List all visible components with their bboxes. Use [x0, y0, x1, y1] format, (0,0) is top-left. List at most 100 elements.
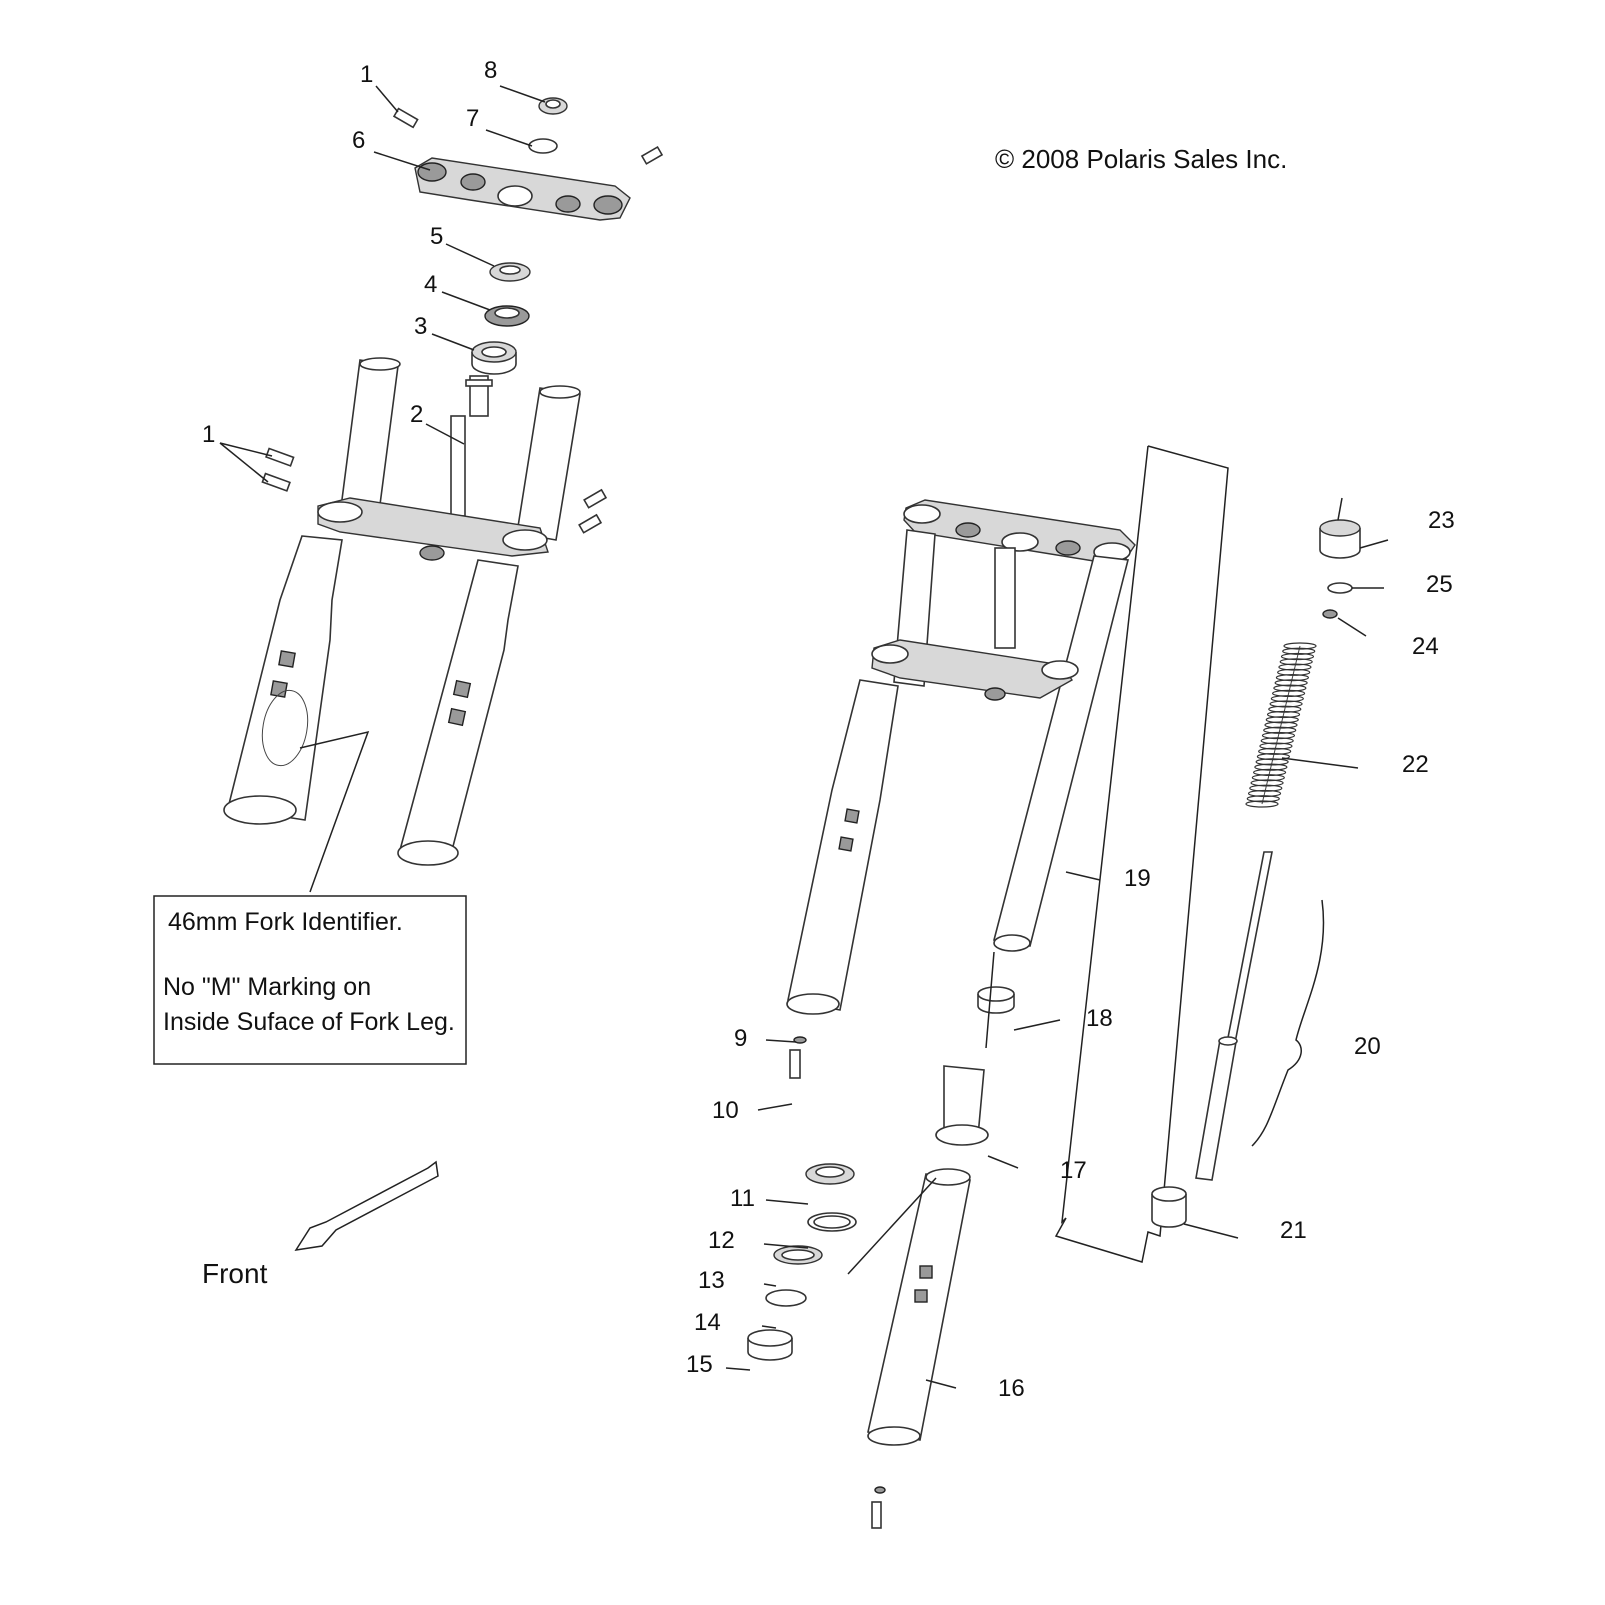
bolt-part-10 — [789, 1049, 801, 1079]
spring-coil — [1274, 679, 1308, 687]
callout-12: 12 — [708, 1227, 735, 1254]
spring-coil — [1266, 710, 1301, 719]
callout-2: 2 — [410, 401, 423, 428]
note-line-2: No "M" Marking on — [163, 973, 371, 1001]
spring-coil — [1250, 779, 1284, 787]
steering-stem-part-2 — [450, 375, 493, 517]
spring-coil — [1255, 758, 1289, 766]
spring-coil — [1264, 721, 1298, 729]
bolt-top-right — [640, 145, 664, 165]
damper-rod-part-20 — [1195, 851, 1273, 1181]
callout-5: 5 — [430, 223, 443, 250]
seal-part-11 — [805, 1163, 855, 1185]
callout-17: 17 — [1060, 1157, 1087, 1184]
lower-triple-clamp — [317, 497, 549, 561]
right-fork-tube — [516, 385, 581, 541]
bottom-bolt — [871, 1486, 886, 1529]
spring-coil — [1280, 652, 1315, 661]
ring-part-13 — [773, 1245, 823, 1265]
right-fork-assembly — [747, 445, 1361, 1529]
right-upper-triple-clamp — [903, 499, 1136, 563]
spring-coil — [1273, 684, 1307, 692]
spring-part-22 — [1245, 642, 1317, 808]
callout-3: 3 — [414, 313, 427, 340]
spring-coil — [1251, 774, 1285, 782]
callout-4: 4 — [424, 271, 437, 298]
callout-15: 15 — [686, 1351, 713, 1378]
spring-coil — [1249, 784, 1283, 792]
seal-part-5 — [489, 262, 531, 282]
callout-23: 23 — [1428, 507, 1455, 534]
callout-24: 24 — [1412, 633, 1439, 660]
left-fork-leg — [223, 535, 343, 825]
spring-coil — [1270, 695, 1304, 703]
fork-tube-part-19 — [993, 555, 1130, 952]
callout-10: 10 — [712, 1097, 739, 1124]
spring-coil — [1269, 700, 1303, 708]
callout-7: 7 — [466, 105, 479, 132]
callout-1-side: 1 — [202, 421, 215, 448]
callout-11: 11 — [730, 1185, 755, 1212]
spring-coil — [1278, 663, 1312, 671]
spring-coil — [1277, 668, 1311, 676]
callout-16: 16 — [998, 1375, 1025, 1402]
bushing-part-15 — [747, 1329, 793, 1361]
spring-coil — [1261, 731, 1296, 740]
spring-coil — [1260, 737, 1294, 745]
callout-21: 21 — [1280, 1217, 1307, 1244]
callout-9: 9 — [734, 1025, 747, 1052]
leader-lines — [219, 85, 1389, 1389]
callout-labels: 1 8 7 6 5 4 3 2 1 9 10 11 12 13 14 15 16… — [202, 57, 1455, 1402]
spring-coil — [1247, 789, 1282, 798]
washer-part-7 — [528, 138, 558, 154]
spring-coil — [1265, 716, 1299, 724]
cap-part-23 — [1319, 519, 1361, 559]
lower-leg-part-16 — [867, 1168, 971, 1446]
right-lower-triple-clamp — [871, 639, 1079, 701]
callout-19: 19 — [1124, 865, 1151, 892]
nut-part-8 — [538, 97, 568, 115]
callout-14: 14 — [694, 1309, 721, 1336]
washer-part-25 — [1327, 582, 1353, 594]
side-bolts-part-1 — [261, 447, 295, 492]
spring-coil — [1246, 795, 1280, 803]
oring-part-9 — [793, 1036, 807, 1044]
callout-18: 18 — [1086, 1005, 1113, 1032]
spring-coil — [1263, 726, 1297, 734]
bearing-part-4 — [484, 305, 530, 327]
copyright-text: © 2008 Polaris Sales Inc. — [995, 144, 1287, 174]
spring-coil — [1283, 642, 1317, 650]
front-arrow-icon — [294, 1160, 439, 1251]
callout-8: 8 — [484, 57, 497, 84]
spring-coil — [1256, 752, 1291, 761]
left-fork-tube — [339, 357, 401, 521]
side-bolts-right — [578, 488, 608, 534]
bearing-race-part-3 — [471, 341, 517, 375]
callout-1-top: 1 — [360, 61, 373, 88]
spring-coil — [1268, 705, 1302, 713]
stem — [994, 547, 1016, 649]
cylinder-part-17 — [935, 1065, 989, 1146]
spring-coil — [1282, 647, 1316, 655]
callout-6: 6 — [352, 127, 365, 154]
clip-part-14 — [765, 1289, 807, 1307]
callout-20: 20 — [1354, 1033, 1381, 1060]
spring-coil — [1279, 658, 1313, 666]
callout-25: 25 — [1426, 571, 1453, 598]
callout-13: 13 — [698, 1267, 725, 1294]
note-line-1: 46mm Fork Identifier. — [168, 908, 403, 936]
spring-coil — [1245, 800, 1279, 808]
nut-part-24 — [1322, 609, 1338, 619]
front-label: Front — [202, 1258, 268, 1289]
fork-identifier-note: 46mm Fork Identifier. No "M" Marking on … — [153, 895, 467, 1065]
upper-triple-clamp-part-6 — [414, 157, 631, 221]
bolt-part-1-top — [392, 107, 419, 129]
spring-coil — [1259, 742, 1293, 750]
callout-22: 22 — [1402, 751, 1429, 778]
washer-part-12 — [807, 1212, 857, 1232]
bushing-part-21 — [1151, 1186, 1187, 1228]
spring-coil — [1258, 747, 1292, 755]
spring-coil — [1252, 768, 1287, 777]
left-fork-assembly: 46mm Fork Identifier. No "M" Marking on … — [153, 97, 664, 1289]
